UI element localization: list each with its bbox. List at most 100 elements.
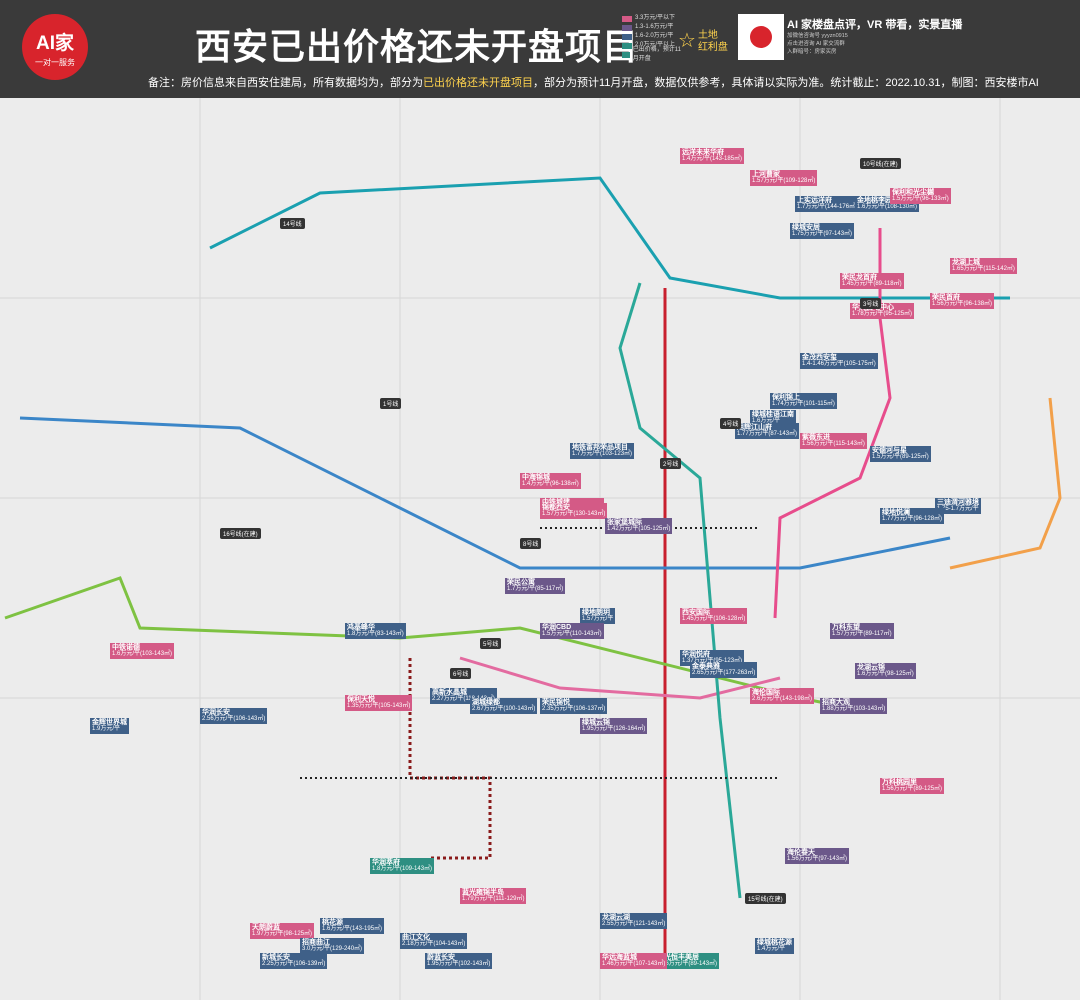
project-name: 保利天悦 [347, 696, 375, 703]
project-name: 张家堡城际 [607, 519, 642, 526]
logo-subtext: 一对一服务 [35, 58, 75, 67]
project-price: 1.57万元/平(89-117㎡) [832, 631, 892, 637]
line-tag: 10号线(在建) [860, 158, 901, 169]
project-price: 1.45万元/平(106-128㎡) [682, 616, 746, 622]
line-4 [618, 282, 742, 899]
project-name: 锦都西安 [542, 504, 570, 511]
project-price: 2.67万元/平(100-143㎡) [472, 706, 536, 712]
project-price: 1.7万元/平(144-176㎡) [797, 204, 858, 210]
legend-label: 1.6-2.0万元/平 [635, 33, 674, 39]
project-price: 1.46万元/平(107-143㎡) [602, 961, 666, 967]
project-price: 1.6万元/平(103-143㎡) [112, 651, 173, 657]
project-name: 华润CBD [542, 624, 572, 631]
project-name: 金地桃李园 [857, 197, 892, 204]
legend-label: 已出价格，预计11月开盘 [632, 46, 681, 62]
project-price: 1.57万元/平 [582, 616, 614, 622]
project-name: 西安国际 [682, 609, 710, 616]
ai-sub-2: 点击进咨询 AI 家交流群 [787, 41, 845, 47]
project-price: 1.8万元/平(109-143㎡) [372, 866, 433, 872]
line-tag: 4号线 [720, 418, 742, 429]
project-price: 1.6万元/平 [752, 418, 781, 424]
project-price: 2.6万元/平(143-198㎡) [752, 696, 813, 702]
project-name: 上河曹家 [752, 171, 780, 178]
project-price: 2.25万元/平(106-139㎡) [262, 961, 326, 967]
project-name: 招商大观 [822, 699, 850, 706]
brand-logo: AI家 一对一服务 [22, 14, 88, 80]
project-price: 1.78万元/平(95-125㎡) [852, 311, 913, 317]
project-price: 1.6万元/平(108-130㎡) [857, 204, 918, 210]
project-name: 金茂西安玺 [802, 354, 837, 361]
project-name: 旭辉江山府 [737, 424, 772, 431]
project-name: 荣民公寓 [507, 579, 535, 586]
ai-info: AI 家楼盘点评，VR 带看，实景直播 加微信咨询号 yyyzn0915 点击进… [787, 16, 962, 56]
line-14 [209, 176, 1010, 300]
note-suffix: ，部分为预计11月开盘，数据仅供参考，具体请以实际为准。统计截止：2022.10… [533, 77, 1039, 89]
project-price: 1.35万元/平(105-143㎡) [347, 703, 411, 709]
land-label-2: 红利盘 [697, 42, 728, 53]
project-price: 1.7万元/平(85-117㎡) [507, 586, 564, 592]
line-tag: 3号线 [860, 298, 882, 309]
project-name: 华润萃府 [372, 859, 400, 866]
note: 备注：房价信息来自西安住建局，所有数据均为，部分为已出价格还未开盘项目，部分为预… [148, 74, 1039, 90]
project-name: 三迪渭河雅境 [937, 499, 979, 506]
project-price: 1.37万元/平(95-123㎡) [682, 658, 743, 664]
project-name: 绿城桃花源 [757, 939, 792, 946]
line-tag: 15号线(在建) [745, 893, 786, 904]
project-name: 荣民首府 [932, 294, 960, 301]
project-price: 3.0万元/平(129-240㎡) [302, 946, 363, 952]
legend-swatch [622, 24, 632, 31]
